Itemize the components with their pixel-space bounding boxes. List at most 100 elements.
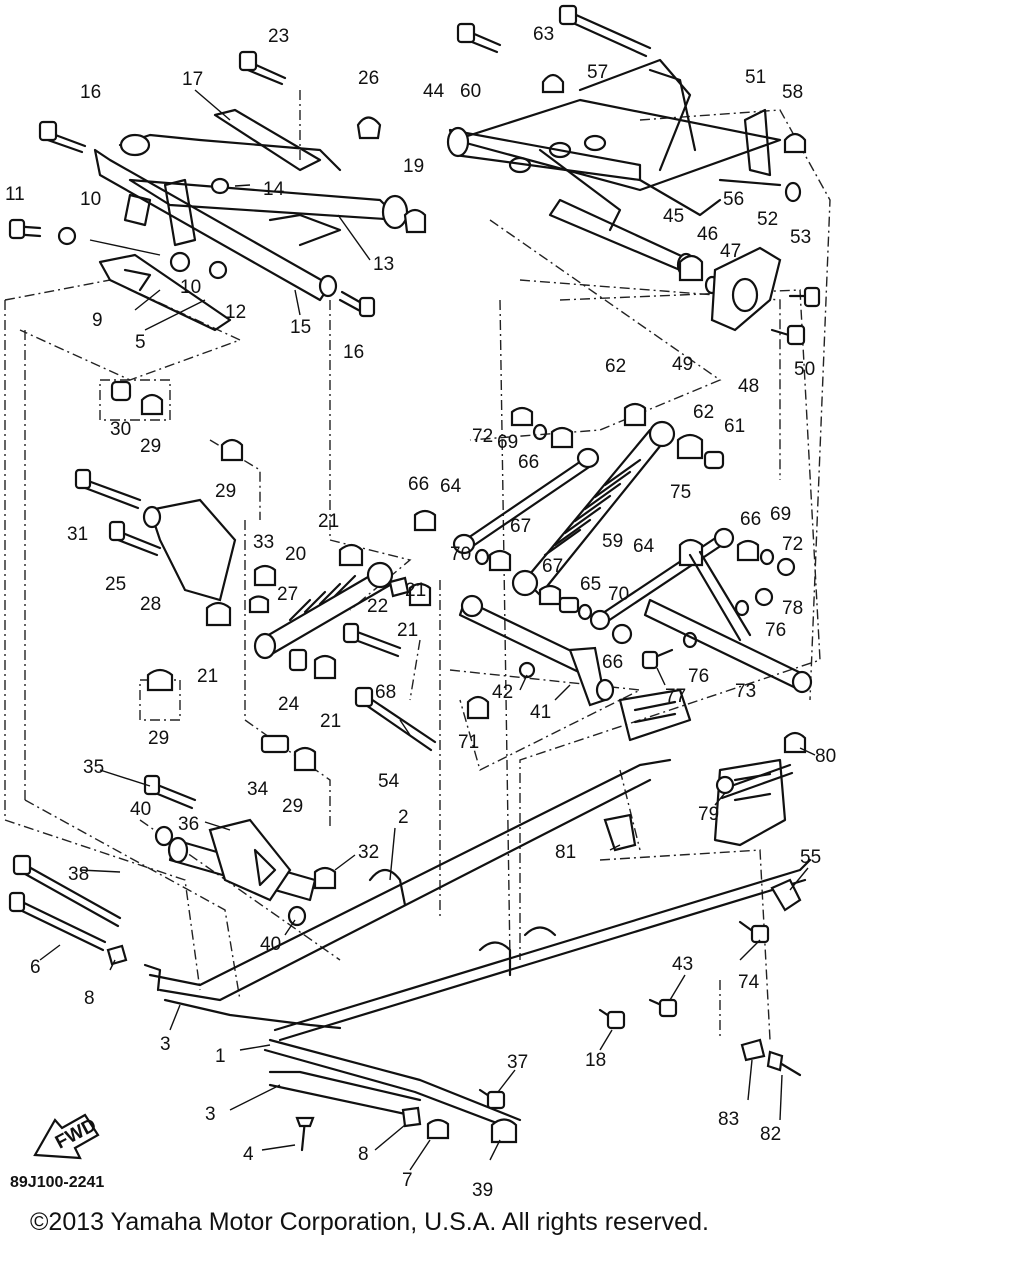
- callout: 67: [542, 556, 563, 577]
- callout: 2: [398, 807, 409, 828]
- callout: 19: [403, 156, 424, 177]
- callout: 46: [697, 224, 718, 245]
- callout: 33: [253, 532, 274, 553]
- callout: 73: [735, 681, 756, 702]
- callout: 21: [320, 711, 341, 732]
- callout: 64: [633, 536, 655, 557]
- callout: 8: [358, 1144, 369, 1165]
- callout: 23: [268, 26, 289, 47]
- front-suspension-arm: [8, 50, 427, 332]
- callout: 29: [215, 481, 236, 502]
- callout: 22: [367, 596, 388, 617]
- callout: 60: [460, 81, 481, 102]
- callout: 15: [290, 317, 311, 338]
- callout: 70: [608, 584, 629, 605]
- callout: 76: [688, 666, 709, 687]
- callout: 57: [587, 62, 608, 83]
- callout: 32: [358, 842, 379, 863]
- callout: 40: [260, 934, 281, 955]
- callout: 21: [197, 666, 218, 687]
- callout: 66: [602, 652, 623, 673]
- callout: 49: [672, 354, 693, 375]
- callout: 68: [375, 682, 396, 703]
- callout: 44: [423, 81, 445, 102]
- callout: 27: [277, 584, 298, 605]
- callout: 10: [80, 189, 101, 210]
- callout: 72: [472, 426, 493, 447]
- callout: 25: [105, 574, 126, 595]
- callout: 62: [693, 402, 714, 423]
- callout: 64: [440, 476, 462, 497]
- callout: 39: [472, 1180, 493, 1201]
- fwd-direction-arrow: FWD: [33, 1113, 100, 1160]
- callout: 35: [83, 757, 104, 778]
- callout: 69: [497, 432, 518, 453]
- callout: 21: [397, 620, 418, 641]
- callout: 55: [800, 847, 821, 868]
- callout: 66: [740, 509, 761, 530]
- callout: 79: [698, 804, 719, 825]
- callout: 10: [180, 277, 201, 298]
- callout: 66: [518, 452, 539, 473]
- callout: 70: [450, 544, 471, 565]
- rear-shock-absorber: [413, 402, 813, 694]
- callout: 29: [140, 436, 161, 457]
- callout: 30: [110, 419, 131, 440]
- callout: 43: [672, 954, 693, 975]
- callout: 72: [782, 534, 803, 555]
- callout: 62: [605, 356, 626, 377]
- callout: 5: [135, 332, 146, 353]
- callout: 82: [760, 1124, 781, 1145]
- callout: 26: [358, 68, 379, 89]
- callout: 48: [738, 376, 759, 397]
- callout: 59: [602, 531, 623, 552]
- callout: 11: [5, 184, 25, 205]
- callout: 61: [724, 416, 745, 437]
- callout: 12: [225, 302, 246, 323]
- callout: 54: [378, 771, 400, 792]
- callout: 38: [68, 864, 89, 885]
- callout: 56: [723, 189, 744, 210]
- rear-suspension-arm: [446, 4, 821, 346]
- callout: 58: [782, 82, 803, 103]
- callout: 76: [765, 620, 786, 641]
- callout: 47: [720, 241, 741, 262]
- callout: 34: [247, 779, 269, 800]
- callout: 3: [160, 1034, 171, 1055]
- callout: 36: [178, 814, 199, 835]
- callout: 21: [405, 580, 426, 601]
- callout: 8: [84, 988, 95, 1009]
- callout: 45: [663, 206, 684, 227]
- callout: 3: [205, 1104, 216, 1125]
- callout: 4: [243, 1144, 254, 1165]
- callout: 16: [80, 82, 101, 103]
- callout: 9: [92, 310, 103, 331]
- callout: 63: [533, 24, 554, 45]
- callout: 50: [794, 359, 815, 380]
- callout: 71: [458, 732, 479, 753]
- copyright-notice: ©2013 Yamaha Motor Corporation, U.S.A. A…: [30, 1208, 709, 1236]
- callout: 31: [67, 524, 88, 545]
- callout: 66: [408, 474, 429, 495]
- callout: 52: [757, 209, 778, 230]
- assembly-guide-lines: [4, 90, 831, 1041]
- callout-leader-lines: [39, 89, 816, 1171]
- callout: 65: [580, 574, 601, 595]
- callout: 83: [718, 1109, 739, 1130]
- callout: 81: [555, 842, 576, 863]
- callout: 77: [665, 686, 686, 707]
- callout: 20: [285, 544, 306, 565]
- callout: 24: [278, 694, 300, 715]
- front-pivot-bracket: [8, 774, 337, 966]
- callout: 14: [263, 179, 285, 200]
- callout: 1: [215, 1046, 226, 1067]
- callout: 41: [530, 702, 551, 723]
- callout: 17: [182, 69, 203, 90]
- callout: 28: [140, 594, 161, 615]
- callout: 7: [402, 1170, 413, 1191]
- callout: 69: [770, 504, 791, 525]
- callout: 51: [745, 67, 766, 88]
- callout: 16: [343, 342, 364, 363]
